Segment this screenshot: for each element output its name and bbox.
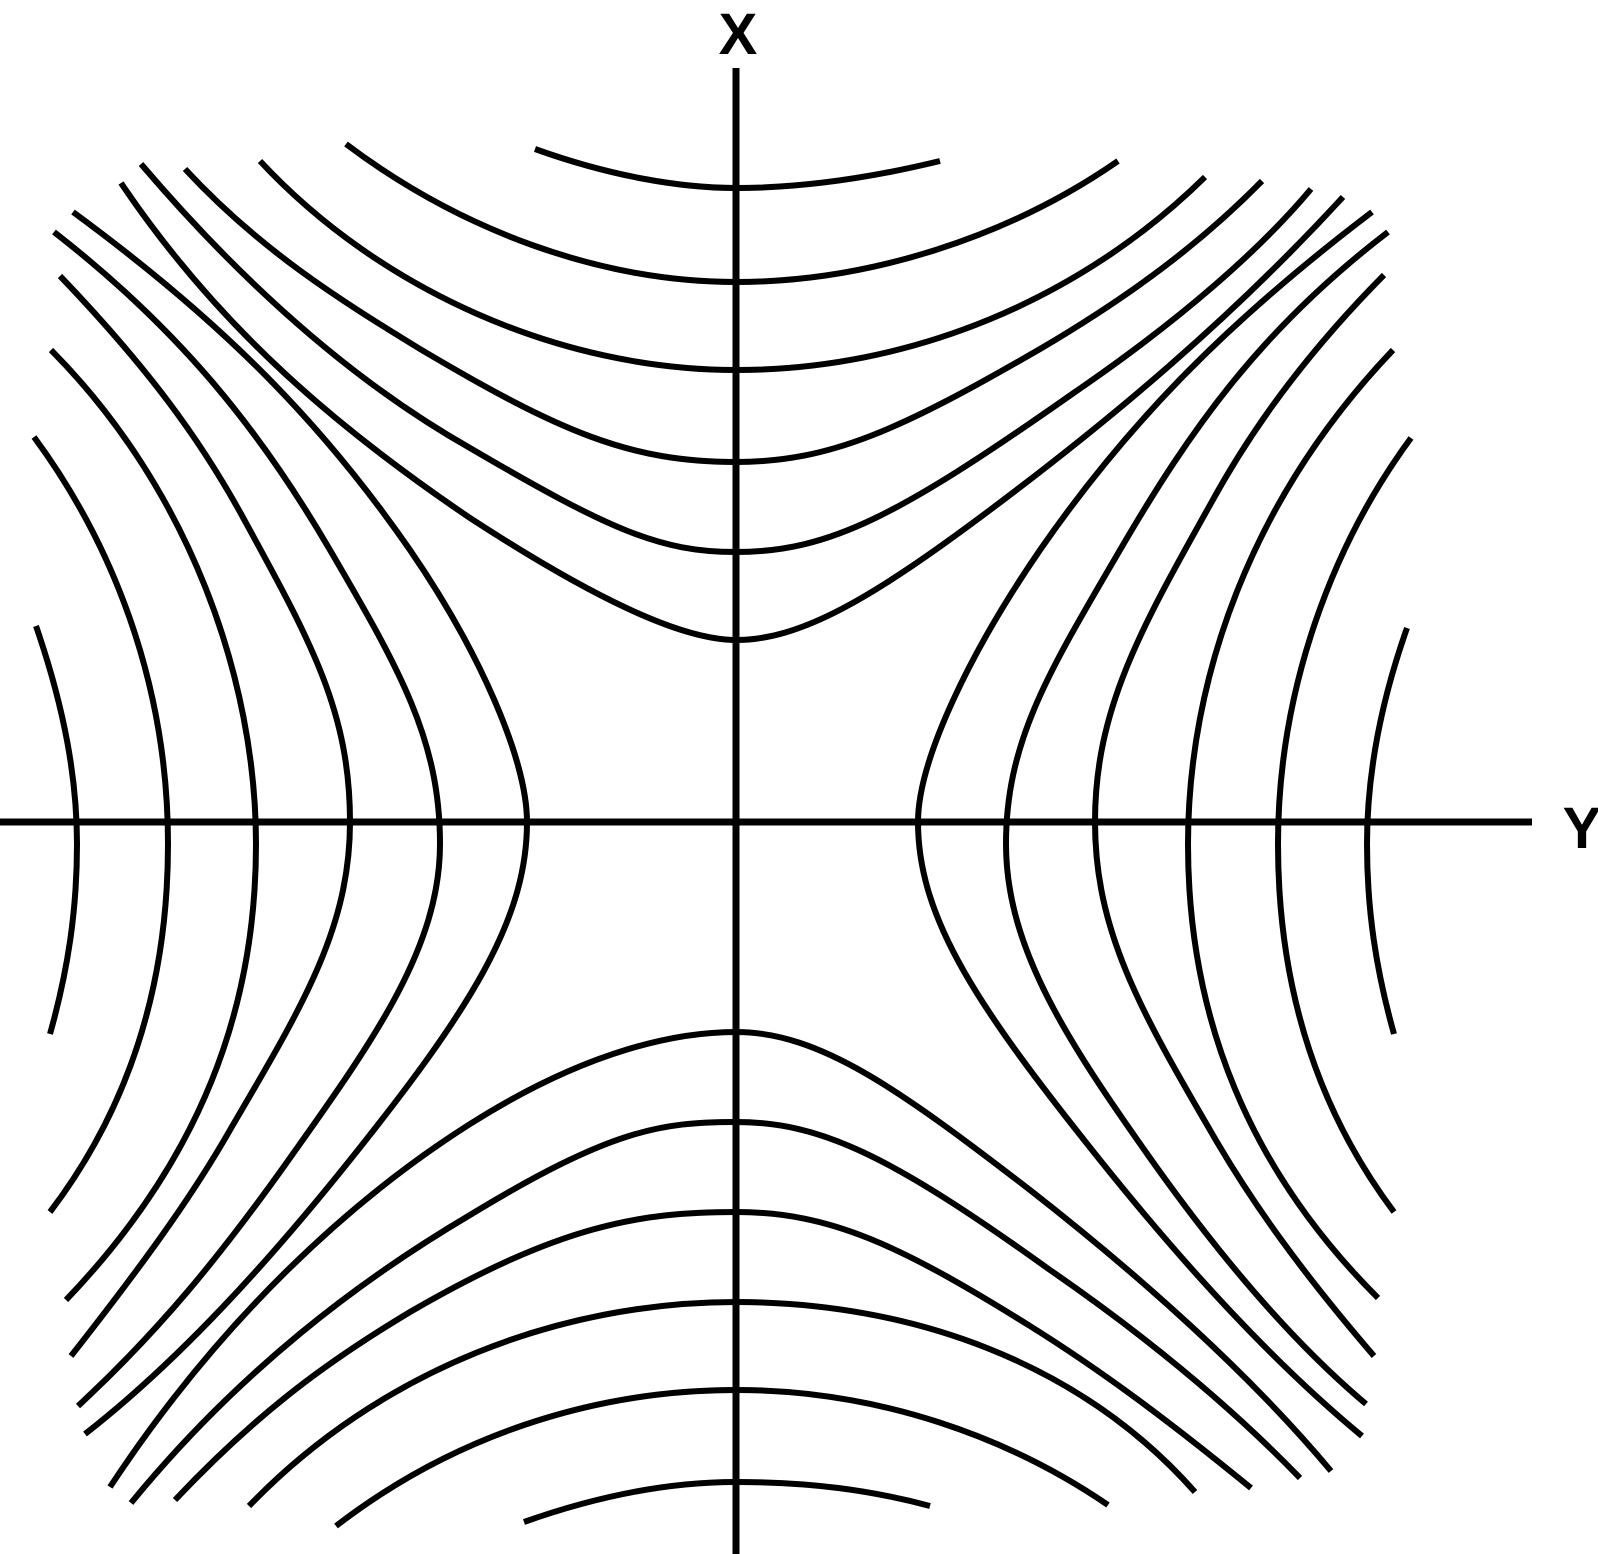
- bottom-curve-4: [172, 1209, 1253, 1503]
- right-curve-3: [1185, 347, 1396, 1301]
- top-curve-1: [533, 146, 941, 191]
- right-curve-family: [915, 209, 1414, 1439]
- bottom-curve-5: [128, 1119, 1303, 1505]
- vertical-axis-label: X: [719, 2, 758, 67]
- left-curve-5: [52, 229, 443, 1409]
- top-curve-2: [344, 141, 1120, 285]
- top-curve-3: [257, 158, 1208, 373]
- bottom-curve-3: [246, 1299, 1198, 1509]
- left-curve-6: [71, 209, 530, 1437]
- left-curve-family: [31, 209, 530, 1437]
- right-curve-1: [1364, 627, 1410, 1035]
- right-curve-2: [1275, 436, 1414, 1214]
- top-curve-family: [118, 141, 1346, 643]
- top-curve-6: [118, 181, 1346, 643]
- horizontal-axis-label: Y: [1563, 796, 1598, 861]
- right-curve-6: [915, 209, 1374, 1439]
- bottom-curve-1: [522, 1479, 931, 1525]
- top-curve-4: [182, 166, 1265, 465]
- right-curve-5: [1003, 229, 1390, 1407]
- top-curve-5: [138, 162, 1314, 555]
- right-curve-4: [1092, 272, 1387, 1358]
- left-curve-1: [33, 625, 80, 1035]
- left-curve-2: [31, 435, 171, 1214]
- bottom-curve-2: [334, 1387, 1110, 1529]
- left-curve-3: [48, 347, 259, 1303]
- bottom-curve-6: [107, 1029, 1334, 1489]
- bottom-curve-family: [107, 1029, 1334, 1529]
- left-curve-4: [57, 273, 353, 1358]
